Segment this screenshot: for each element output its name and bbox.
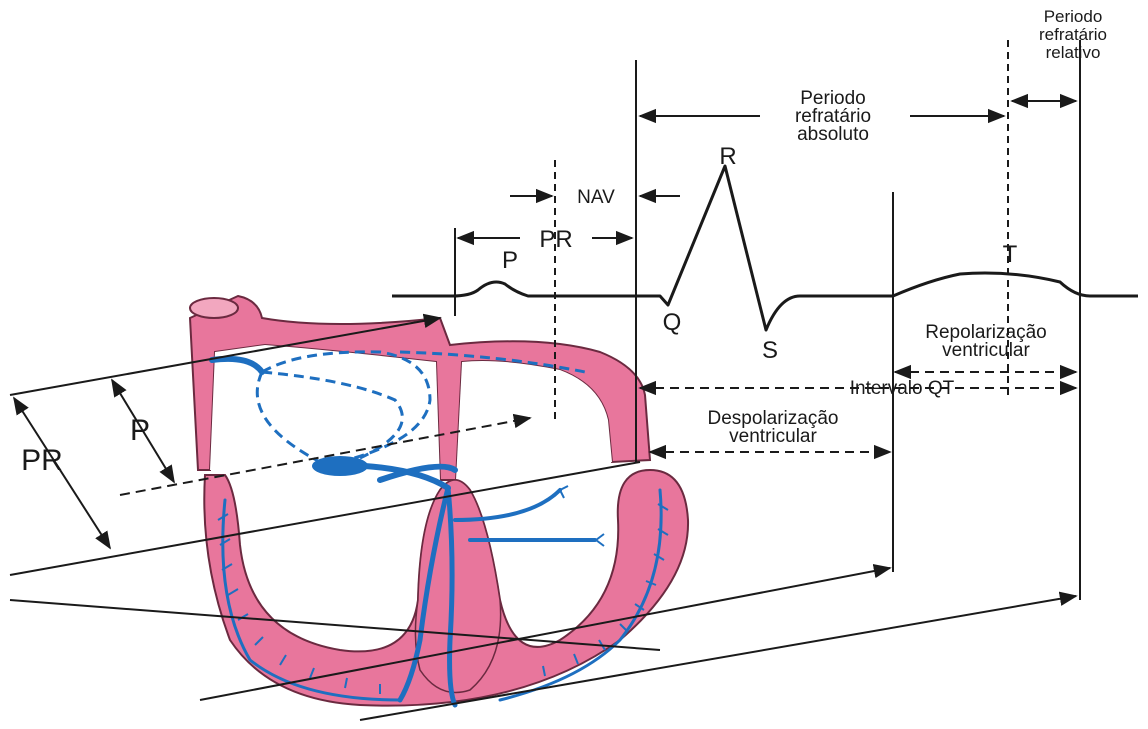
t-wave-label: T [1003,241,1018,268]
pr-top-label: PR [539,226,572,253]
s-wave-label: S [762,337,778,364]
periodo-absoluto-line3: absoluto [797,124,869,145]
despolarizacao-line2: ventricular [729,426,817,447]
reference-lines [455,40,1080,600]
q-wave-label: Q [663,309,682,336]
periodo-relativo-line2: refratário [1039,25,1107,44]
nav-label: NAV [577,187,615,208]
p-side-label: P [130,414,150,447]
heart [190,296,688,706]
pr-side-label: PR [21,444,63,477]
repolarizacao-line2: ventricular [942,340,1030,361]
intervalo-qt-label: Intervalo QT [850,378,955,399]
r-wave-label: R [719,143,736,170]
vena-cava-top [190,298,238,318]
periodo-relativo-line1: Periodo [1044,7,1103,26]
p-wave-label: P [502,247,518,274]
periodo-relativo-line3: relativo [1046,43,1101,62]
